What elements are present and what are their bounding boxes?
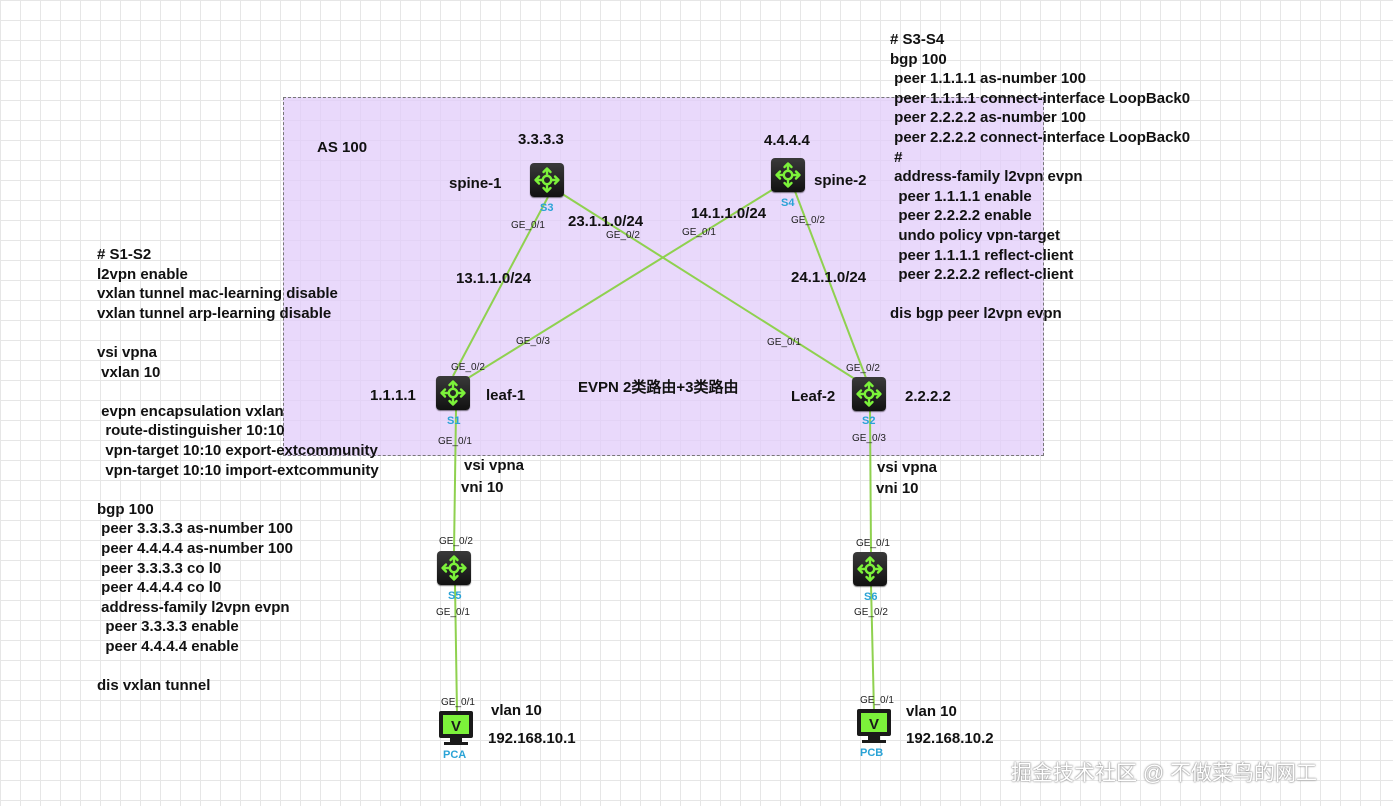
s6-port-ge02: GE_0/2 bbox=[854, 607, 888, 618]
pc-pca[interactable]: V bbox=[438, 710, 474, 746]
s4-port-ge02: GE_0/2 bbox=[791, 215, 825, 226]
pc-monitor-icon: V bbox=[857, 709, 891, 743]
as-100-area bbox=[283, 97, 1044, 456]
s2-port-ge03: GE_0/3 bbox=[852, 433, 886, 444]
switch-icon bbox=[857, 556, 883, 582]
s3-ip: 3.3.3.3 bbox=[518, 131, 564, 148]
s1-port-ge01: GE_0/1 bbox=[438, 436, 472, 447]
subnet-23: 23.1.1.0/24 bbox=[568, 213, 644, 230]
vni-left: vni 10 bbox=[461, 479, 504, 496]
s3-name: S3 bbox=[540, 202, 554, 214]
link-s4-s1 bbox=[459, 184, 781, 384]
s1-role: leaf-1 bbox=[486, 387, 526, 404]
s4-port-ge01: GE_0/1 bbox=[682, 227, 716, 238]
s4-ip: 4.4.4.4 bbox=[764, 132, 810, 149]
evpn-route-label: EVPN 2类路由+3类路由 bbox=[578, 379, 739, 396]
switch-s5[interactable] bbox=[437, 551, 471, 585]
config-s1-s2: # S1-S2 l2vpn enable vxlan tunnel mac-le… bbox=[97, 246, 379, 695]
s4-name: S4 bbox=[781, 197, 795, 209]
s1-name: S1 bbox=[447, 415, 461, 427]
pcb-name: PCB bbox=[860, 747, 884, 759]
s6-port-ge01: GE_0/1 bbox=[856, 538, 890, 549]
config-s3-s4: # S3-S4 bgp 100 peer 1.1.1.1 as-number 1… bbox=[890, 31, 1191, 323]
watermark: 掘金技术社区 @ 不做菜鸟的网工 bbox=[1011, 762, 1317, 785]
s3-port-ge02: GE_0/2 bbox=[606, 230, 640, 241]
switch-icon bbox=[534, 167, 560, 193]
switch-s2[interactable] bbox=[852, 377, 886, 411]
s1-port-ge02: GE_0/2 bbox=[451, 362, 485, 373]
vsi-left: vsi vpna bbox=[464, 457, 525, 474]
s2-name: S2 bbox=[862, 415, 876, 427]
s3-role: spine-1 bbox=[449, 175, 502, 192]
s2-ip: 2.2.2.2 bbox=[905, 388, 951, 405]
pca-vlan: vlan 10 bbox=[491, 702, 542, 719]
svg-text:V: V bbox=[869, 716, 879, 733]
link-s3-s1 bbox=[452, 196, 549, 377]
pca-ip: 192.168.10.1 bbox=[488, 730, 576, 747]
s2-port-ge01: GE_0/1 bbox=[767, 337, 801, 348]
link-s2-s6 bbox=[869, 409, 872, 554]
s2-port-ge02: GE_0/2 bbox=[846, 363, 880, 374]
vni-right: vni 10 bbox=[876, 480, 919, 497]
as-label: AS 100 bbox=[317, 139, 368, 156]
subnet-24: 24.1.1.0/24 bbox=[791, 269, 867, 286]
pcb-port-ge01: GE_0/1 bbox=[860, 695, 894, 706]
svg-text:V: V bbox=[451, 718, 461, 735]
pc-pcb[interactable]: V bbox=[856, 708, 892, 744]
link-s3-s2 bbox=[555, 189, 867, 387]
switch-icon bbox=[775, 162, 801, 188]
switch-s3[interactable] bbox=[530, 163, 564, 197]
switch-s4[interactable] bbox=[771, 158, 805, 192]
s2-role: Leaf-2 bbox=[791, 388, 836, 405]
switch-icon bbox=[440, 380, 466, 406]
s5-port-ge02: GE_0/2 bbox=[439, 536, 473, 547]
pcb-vlan: vlan 10 bbox=[906, 703, 957, 720]
subnet-13: 13.1.1.0/24 bbox=[456, 270, 532, 287]
link-s6-pcb bbox=[870, 584, 875, 713]
switch-icon bbox=[856, 381, 882, 407]
s1-port-ge03: GE_0/3 bbox=[516, 336, 550, 347]
switch-s1[interactable] bbox=[436, 376, 470, 410]
subnet-14: 14.1.1.0/24 bbox=[691, 205, 767, 222]
s5-port-ge01: GE_0/1 bbox=[436, 607, 470, 618]
s3-port-ge01: GE_0/1 bbox=[511, 220, 545, 231]
switch-icon bbox=[441, 555, 467, 581]
pca-name: PCA bbox=[443, 749, 467, 761]
s5-name: S5 bbox=[448, 590, 462, 602]
vsi-right: vsi vpna bbox=[877, 459, 938, 476]
pca-port-ge01: GE_0/1 bbox=[441, 697, 475, 708]
pc-monitor-icon: V bbox=[439, 711, 473, 745]
s4-role: spine-2 bbox=[814, 172, 867, 189]
link-s4-s2 bbox=[792, 185, 867, 379]
link-s5-pca bbox=[454, 583, 458, 713]
s6-name: S6 bbox=[864, 591, 878, 603]
link-s1-s5 bbox=[453, 409, 457, 553]
pcb-ip: 192.168.10.2 bbox=[906, 730, 994, 747]
s1-ip: 1.1.1.1 bbox=[370, 387, 416, 404]
switch-s6[interactable] bbox=[853, 552, 887, 586]
